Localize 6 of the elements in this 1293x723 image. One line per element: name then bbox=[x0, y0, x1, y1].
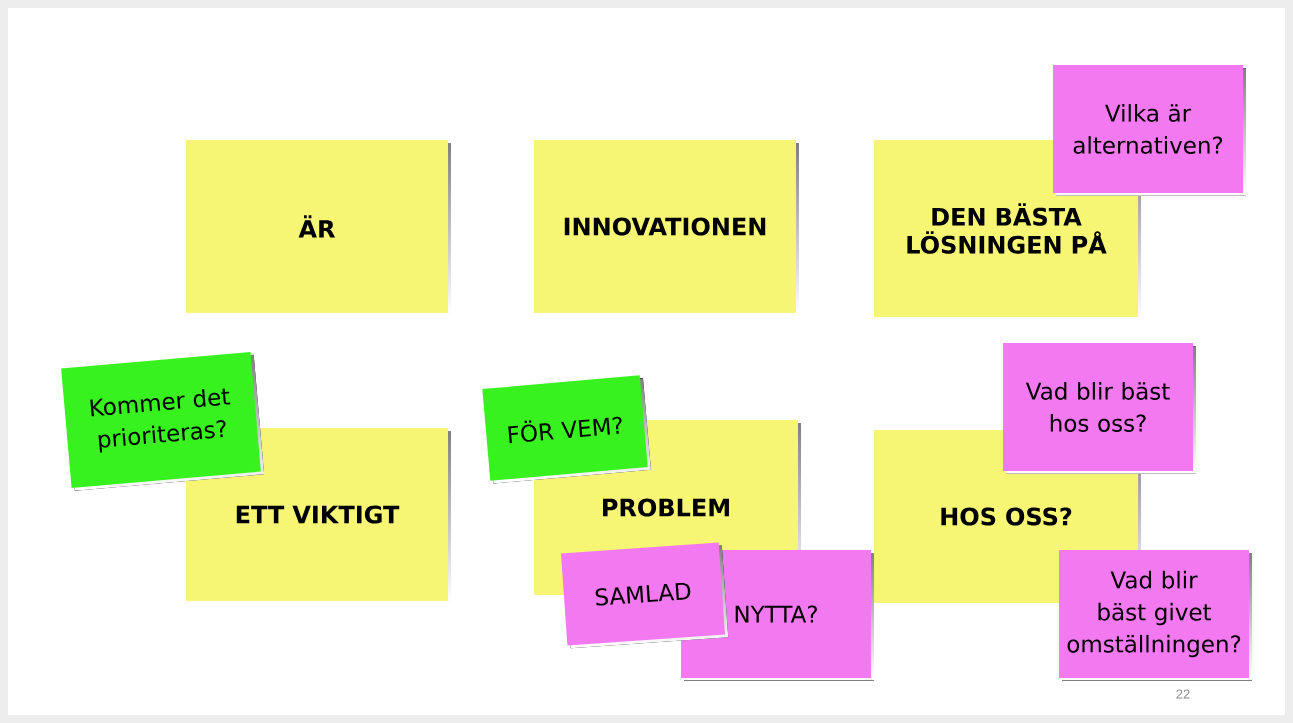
sticky-note: ÄR bbox=[186, 140, 451, 316]
sticky-note: Vad blir bäst hos oss? bbox=[1003, 343, 1196, 474]
sticky-note: Vad blir bäst givet omställningen? bbox=[1059, 550, 1252, 681]
sticky-note: SAMLAD bbox=[561, 542, 729, 649]
sticky-note: Vilka är alternativen? bbox=[1053, 65, 1246, 196]
sticky-note: INNOVATIONEN bbox=[534, 140, 799, 316]
